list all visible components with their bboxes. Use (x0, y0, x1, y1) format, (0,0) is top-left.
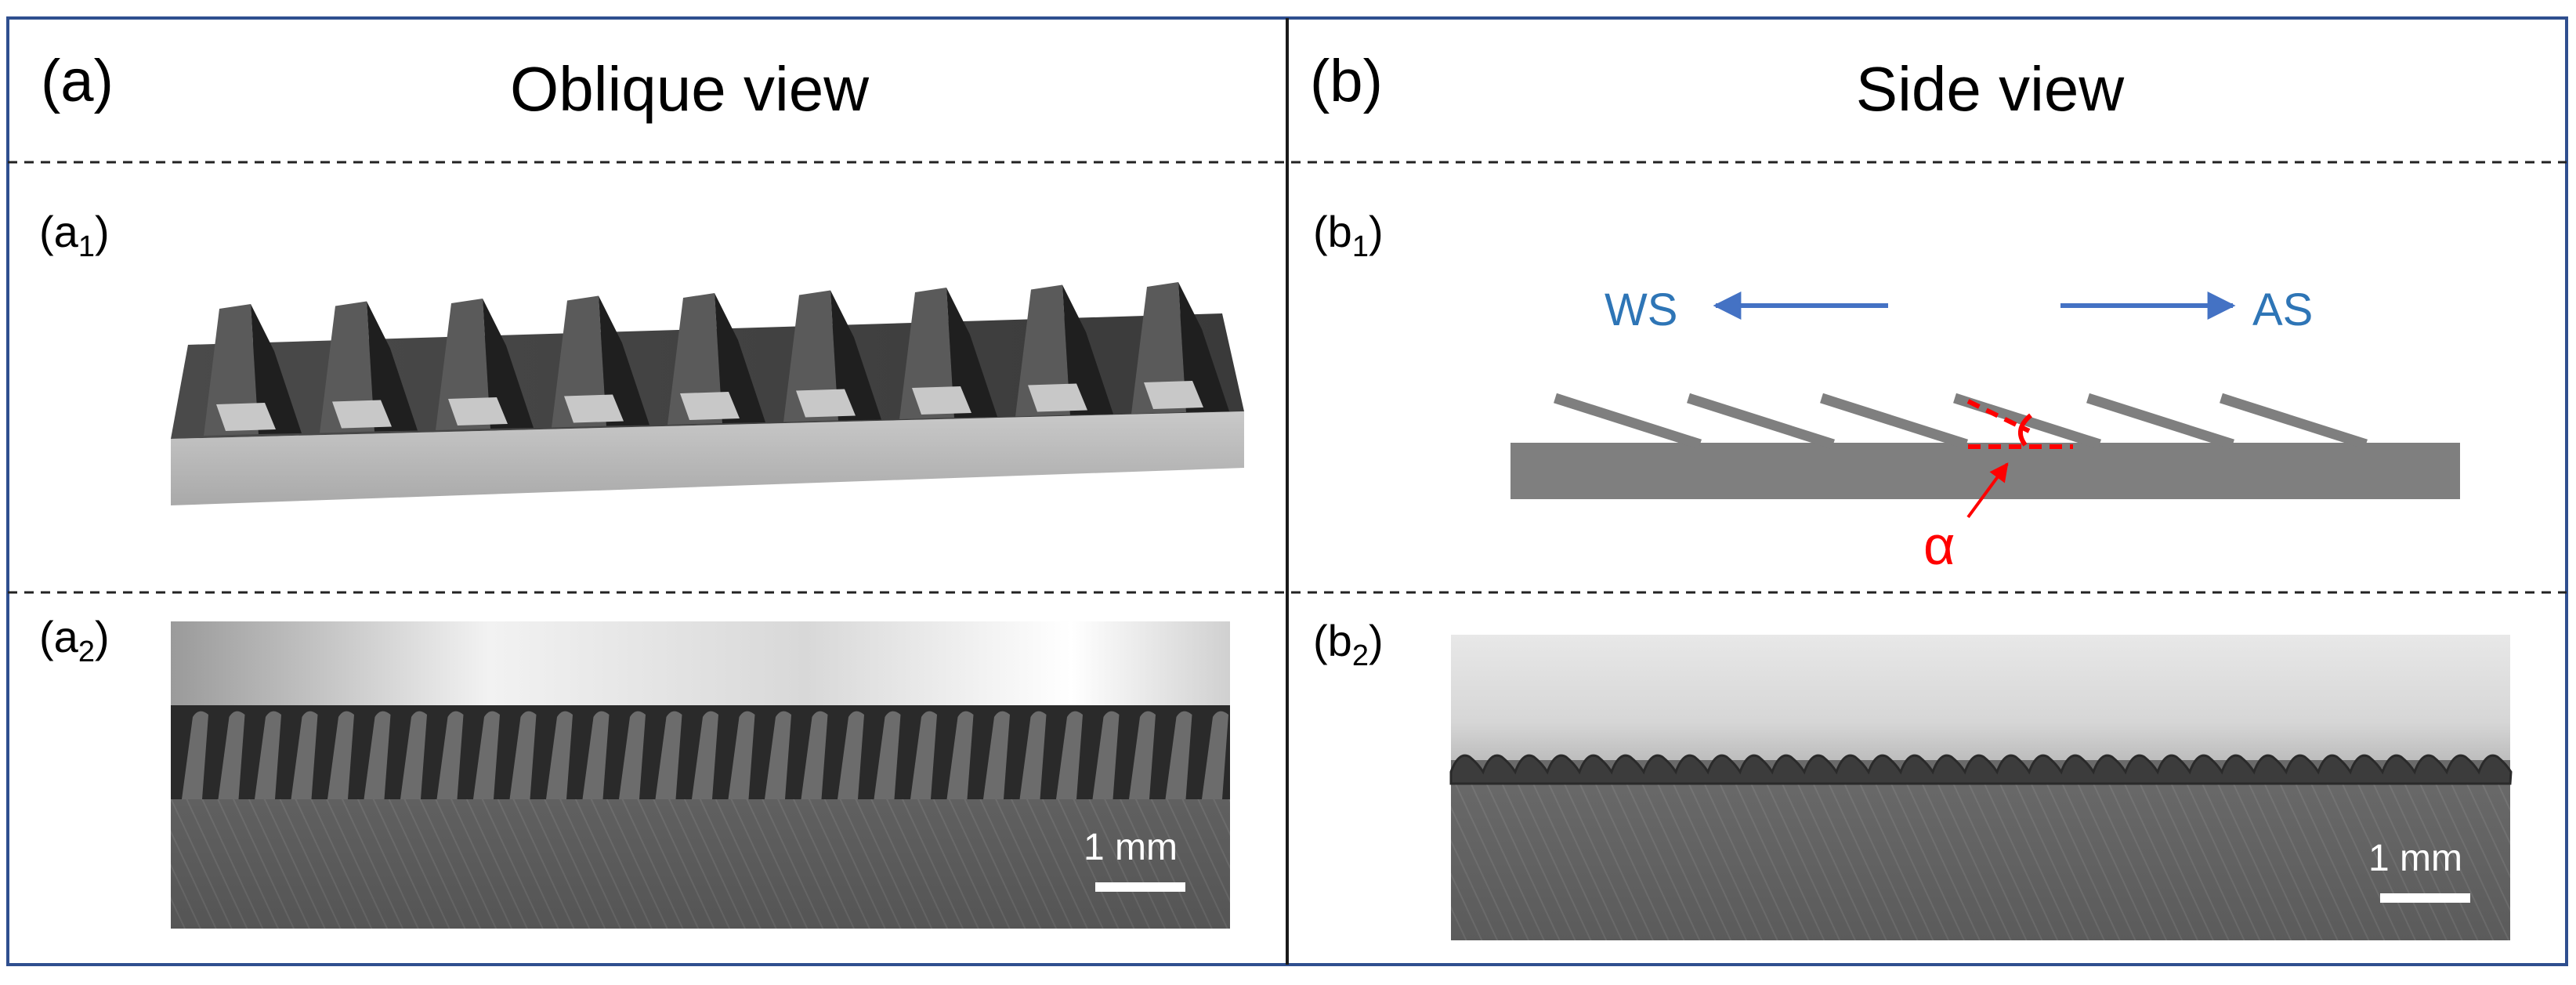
oblique-rib (320, 301, 374, 433)
subpanel-label-b1: (b1) (1313, 207, 1384, 263)
subpanel-index: 2 (78, 636, 95, 668)
panel-title-b: Side view (1855, 54, 2125, 124)
oblique-rib-shadow (483, 299, 534, 429)
oblique-rib-shadow (830, 290, 881, 421)
oblique-rib (668, 293, 722, 425)
oblique-rib (899, 288, 954, 419)
oblique-rib (783, 290, 838, 422)
oblique-rib (1015, 284, 1070, 417)
micrograph-rib (473, 711, 500, 799)
oblique-rib (204, 304, 259, 436)
subpanel-letter: a (53, 207, 78, 256)
substrate-base (1511, 443, 2460, 499)
inclined-ribs (1554, 393, 2368, 450)
micrograph-rib (838, 711, 864, 799)
micrograph-rib (728, 711, 755, 799)
oblique-rib-shadow (1062, 284, 1113, 415)
micrograph-rib (182, 711, 208, 799)
micrograph-rib (1165, 711, 1192, 799)
micrograph-oblique (171, 621, 1230, 929)
subpanel-letter: a (53, 612, 78, 661)
scale-bar (2380, 893, 2470, 903)
oblique-rib-shadow (715, 293, 765, 423)
ws-label: WS (1605, 284, 1677, 335)
oblique-rib (436, 299, 490, 430)
subpanel-label-a1: (a1) (39, 207, 110, 263)
micrograph-rib (910, 711, 937, 799)
subpanel-label-a2: (a2) (39, 612, 110, 668)
inclined-rib (1820, 393, 1968, 450)
micrograph-rib (400, 711, 427, 799)
scale-bar-label-b2: 1 mm (2368, 838, 2462, 879)
inclined-rib (2086, 393, 2234, 450)
oblique-rib-shadow (1178, 282, 1229, 412)
angle-symbol: α (1923, 515, 1955, 576)
micrograph-rib (1129, 711, 1156, 799)
micrograph-rib (1092, 711, 1120, 799)
subpanel-index: 2 (1351, 639, 1369, 672)
panel-frame (6, 16, 2568, 966)
micrograph-rib (582, 711, 610, 799)
inclined-rib (2220, 393, 2368, 450)
panel-title-a: Oblique view (509, 54, 869, 124)
micrograph-rib (983, 711, 1010, 799)
subpanel-index: 1 (1351, 230, 1369, 263)
oblique-rib-facet (912, 386, 971, 415)
oblique-rib-shadow (251, 304, 302, 434)
micrograph-rib (218, 711, 245, 799)
micrograph-rib (874, 711, 901, 799)
angle-pointer-arrow (1966, 462, 2009, 519)
micrograph-rib (946, 711, 974, 799)
angle-marker (1966, 399, 2073, 449)
micrograph-rib (327, 711, 354, 799)
subpanel-letter: b (1327, 207, 1352, 256)
side-view-schematic: WS AS α (1511, 284, 2460, 576)
oblique-rib-facet (796, 389, 856, 418)
oblique-rib-facet (680, 392, 740, 420)
oblique-model (171, 282, 1244, 505)
panel-label-a: (a) (41, 48, 114, 114)
micrograph-side (1449, 635, 2513, 940)
subpanel-index: 1 (78, 230, 95, 263)
micrograph-rib (436, 711, 464, 799)
subpanel-label-b2: (b2) (1313, 616, 1384, 672)
oblique-ribs (204, 282, 1229, 436)
micrograph-rib (291, 711, 318, 799)
micrograph-rib (255, 711, 281, 799)
oblique-rib (1131, 282, 1186, 414)
oblique-rib-facet (1028, 383, 1087, 412)
oblique-rib-shadow (946, 288, 997, 418)
micrograph-rib (692, 711, 718, 799)
inclined-rib (1554, 393, 1702, 450)
micrograph-rib (765, 711, 791, 799)
oblique-rib-facet (1144, 381, 1203, 409)
micrograph-rib (1019, 711, 1047, 799)
micrograph-rib (546, 711, 573, 799)
micrograph-rib (801, 711, 828, 799)
micrograph-rib (655, 711, 682, 799)
oblique-rib-facet (216, 403, 276, 431)
micrograph-ribs (171, 705, 1230, 799)
micrograph-rib (364, 711, 391, 799)
oblique-rib-facet (332, 400, 392, 429)
micrograph-rib (509, 711, 537, 799)
oblique-rib-shadow (367, 301, 418, 432)
micrograph-rib (619, 711, 646, 799)
panel-label-b: (b) (1310, 48, 1383, 114)
scale-bar-label-a2: 1 mm (1084, 827, 1178, 868)
oblique-rib-facet (448, 397, 508, 426)
subpanel-letter: b (1327, 616, 1352, 665)
micrograph-rib (1202, 711, 1228, 799)
oblique-rib-shadow (599, 295, 649, 426)
micrograph-rib (1056, 711, 1083, 799)
scale-bar (1095, 882, 1185, 892)
as-label: AS (2252, 284, 2313, 335)
micrograph-wave-profile (1449, 754, 2513, 785)
oblique-rib-facet (564, 394, 624, 423)
inclined-rib (1687, 393, 1835, 450)
oblique-rib (552, 295, 606, 428)
